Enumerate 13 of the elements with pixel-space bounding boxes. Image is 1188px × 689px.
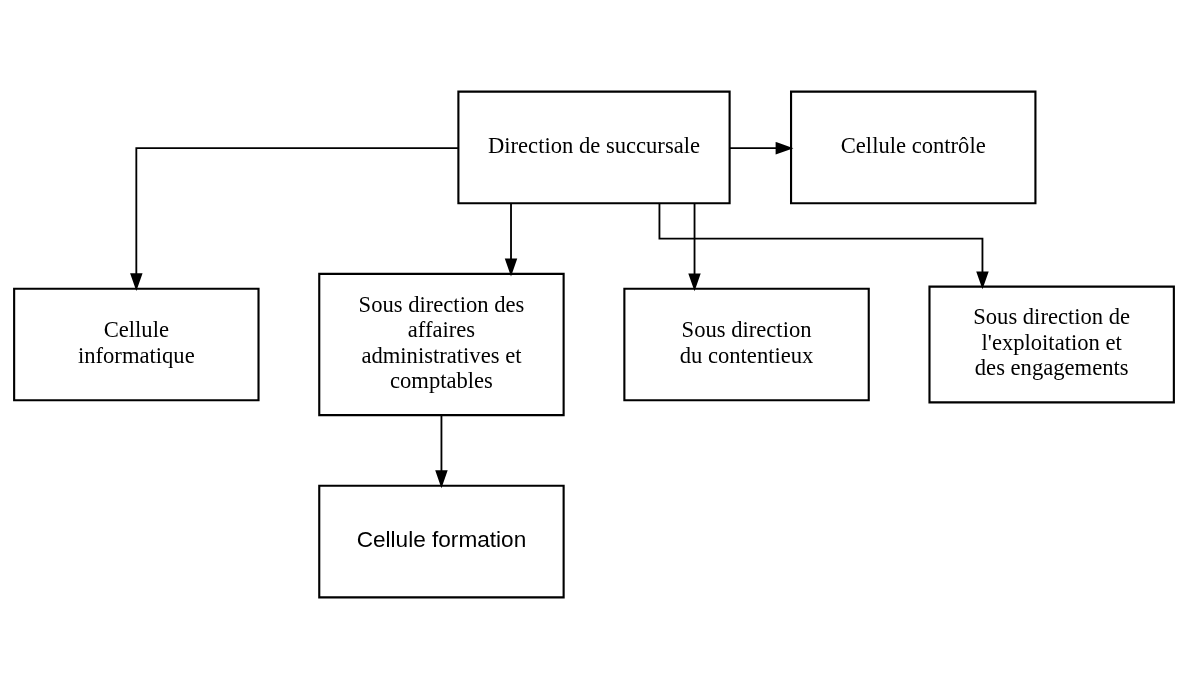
- node-box: Cellule formation: [318, 484, 565, 599]
- arrow: [130, 147, 459, 292]
- arrow: [435, 414, 448, 489]
- node-box: Sous direction des affaires administratives et comptables: [318, 272, 565, 417]
- arrow: [504, 202, 518, 277]
- arrow: [658, 202, 989, 290]
- node-box: Sous direction du contentieux: [623, 287, 870, 402]
- node-box: Direction de succursale: [457, 90, 731, 205]
- arrow: [688, 202, 701, 292]
- node-box: Sous direction de l'exploitation et des engagements: [928, 285, 1175, 404]
- node-box: Cellule informatique: [13, 287, 260, 402]
- arrow: [728, 141, 794, 155]
- node-box: Cellule contrôle: [790, 90, 1037, 205]
